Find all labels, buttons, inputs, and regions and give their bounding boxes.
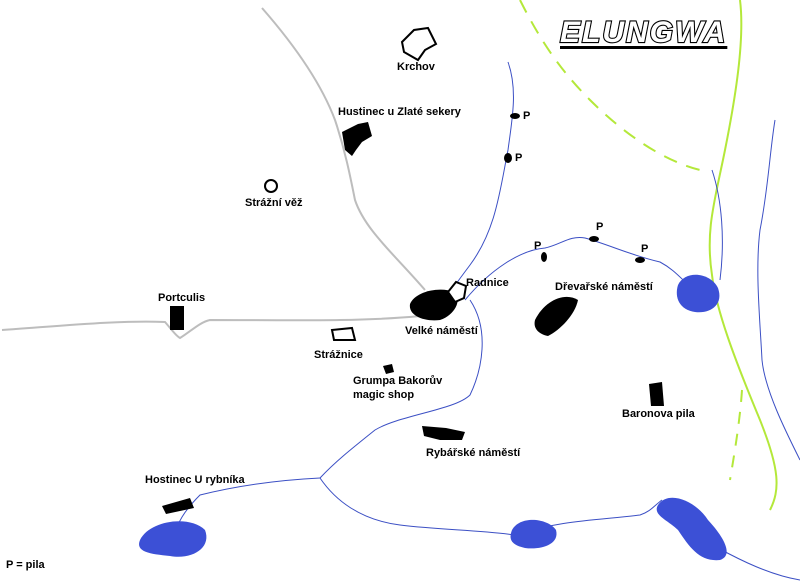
saw-label-4: P <box>596 221 604 233</box>
saw-marker-4 <box>589 236 599 242</box>
river-east-branch <box>711 169 723 281</box>
saw-label-5: P <box>641 243 649 255</box>
label-grumpa-line1: Grumpa Bakorův <box>353 375 443 387</box>
lake-south <box>510 519 557 549</box>
road-north <box>261 7 426 291</box>
saw-label-3: P <box>534 240 542 252</box>
river-east-creek <box>757 119 800 461</box>
saw-label-1: P <box>523 110 531 122</box>
building-radnice <box>446 280 468 304</box>
building-drevarske <box>534 296 578 336</box>
label-hostinec-rybnika: Hostinec U rybníka <box>145 474 245 486</box>
building-baronova <box>649 382 664 406</box>
saw-marker-1 <box>510 113 520 119</box>
saw-marker-2 <box>504 153 512 163</box>
border-solid-east <box>708 0 778 511</box>
building-hostinec-sekery <box>342 122 372 156</box>
lake-east <box>676 274 720 313</box>
saw-label-2: P <box>515 152 523 164</box>
river-east <box>464 236 693 301</box>
label-straznice: Strážnice <box>314 349 363 361</box>
building-grumpa <box>383 364 394 374</box>
label-portculis: Portculis <box>158 292 206 304</box>
label-radnice: Radnice <box>466 277 509 289</box>
border-dashed-south <box>729 389 743 481</box>
building-portculis <box>170 306 184 330</box>
building-straznice <box>330 326 357 341</box>
label-velke: Velké náměstí <box>405 325 478 337</box>
river-end-southeast <box>717 547 800 581</box>
building-strazni-vez <box>264 179 278 193</box>
river-south <box>319 299 483 479</box>
border-dashed-north <box>519 0 701 171</box>
saw-marker-5 <box>635 257 645 263</box>
road-west <box>1 315 421 340</box>
lake-southeast <box>656 497 727 561</box>
building-velke-namesti <box>409 289 458 321</box>
river-southwest <box>177 477 321 526</box>
map-legend: P = pila <box>6 559 45 571</box>
label-baronova: Baronova pila <box>622 408 695 420</box>
label-grumpa-line2: magic shop <box>353 389 415 401</box>
label-strazni-vez: Strážní věž <box>245 197 303 209</box>
river-southeast <box>319 477 663 536</box>
saw-marker-3 <box>541 252 547 262</box>
map-title: ELUNGWA <box>559 15 728 50</box>
building-rybarske <box>422 426 465 440</box>
label-krchov: Krchov <box>397 61 435 73</box>
building-hostinec-rybnika <box>162 498 194 514</box>
lake-southwest <box>139 521 207 557</box>
label-hostinec-sekery: Hustinec u Zlaté sekery <box>338 106 461 118</box>
label-rybarske: Rybářské náměstí <box>426 447 521 459</box>
building-krchov <box>400 26 438 62</box>
label-drevarske: Dřevařské náměstí <box>555 281 653 293</box>
